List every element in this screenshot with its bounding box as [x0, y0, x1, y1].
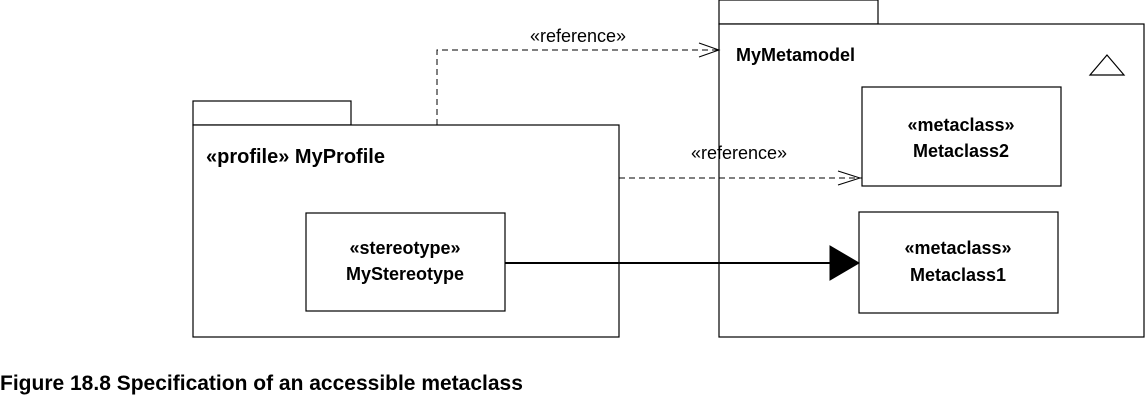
- reference-middle-label: «reference»: [691, 143, 787, 163]
- reference-top-line: [436, 49, 719, 125]
- metaclass1-keyword: «metaclass»: [904, 238, 1011, 258]
- triangle-icon: [1088, 54, 1126, 76]
- reference-top-label: «reference»: [530, 26, 626, 46]
- stereotype-name: MyStereotype: [346, 264, 464, 284]
- metaclass1-class: «metaclass» Metaclass1: [858, 211, 1059, 314]
- metaclass2-name: Metaclass2: [913, 141, 1009, 161]
- stereotype-keyword: «stereotype»: [349, 238, 460, 258]
- open-arrowhead-icon: [837, 170, 862, 186]
- open-arrowhead-icon: [698, 42, 721, 58]
- metamodel-package-label: MyMetamodel: [736, 45, 855, 65]
- metamodel-package-tab: [718, 0, 879, 25]
- extension-association: [505, 245, 860, 281]
- reference-dependency-middle: «reference»: [619, 143, 862, 186]
- filled-triangle-arrowhead-icon: [829, 245, 860, 281]
- figure-caption: Figure 18.8 Specification of an accessib…: [0, 372, 523, 395]
- metaclass2-class: «metaclass» Metaclass2: [861, 86, 1062, 187]
- reference-dependency-top: «reference»: [436, 26, 721, 125]
- profile-package-label: «profile» MyProfile: [206, 146, 385, 168]
- metaclass1-box: [858, 211, 1059, 314]
- metaclass2-box: [861, 86, 1062, 187]
- profile-package-tab: [192, 100, 352, 126]
- stereotype-class: «stereotype» MyStereotype: [305, 212, 506, 312]
- metaclass2-keyword: «metaclass»: [907, 115, 1014, 135]
- metaclass1-name: Metaclass1: [910, 265, 1006, 285]
- stereotype-class-box: [305, 212, 506, 312]
